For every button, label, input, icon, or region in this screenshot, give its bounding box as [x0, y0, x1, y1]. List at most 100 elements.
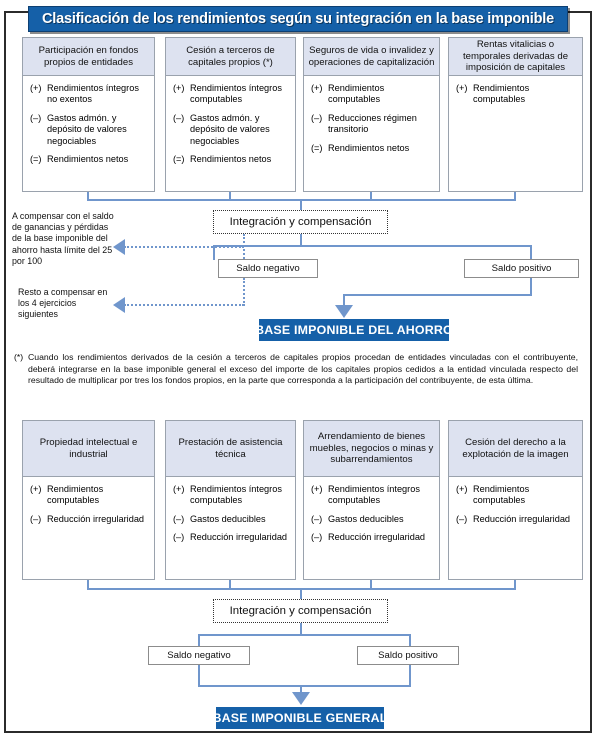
row-text: Reducción irregularidad: [473, 513, 571, 524]
connector-stub-1: [87, 192, 89, 200]
row-text: Gastos admón. y depósito de valores nego…: [190, 112, 270, 146]
saldo-positivo-box-general: Saldo positivo: [357, 646, 459, 665]
concept-box-seguros-vida-invalidez: Seguros de vida o invalidez y operacione…: [303, 37, 440, 192]
concept-box-body: (+) Rendimientos computables (–) Reducci…: [304, 76, 439, 158]
connector-split-general: [198, 634, 411, 636]
concept-row: (–) Reducción irregularidad: [30, 514, 148, 525]
row-sign: (+): [30, 484, 42, 494]
arrow-left-note2: [113, 297, 125, 313]
concept-box-header: Rentas vitalicias o temporales derivadas…: [449, 38, 582, 76]
concept-box-header-text: Cesión del derecho a la explotación de l…: [462, 436, 569, 460]
saldo-negativo-label: Saldo negativo: [167, 650, 231, 661]
row-sign: (+): [311, 484, 323, 494]
concept-box-cesion-terceros-capitales: Cesión a terceros de capitales propios (…: [165, 37, 296, 192]
note-compensar-saldo: A compensar con el saldo de ganancias y …: [12, 211, 114, 266]
connector-integration-drop-general: [300, 623, 302, 635]
concept-box-cesion-derecho-imagen: Cesión del derecho a la explotación de l…: [448, 420, 583, 580]
connector-stub-3: [370, 192, 372, 200]
concept-row: (–) Gastos admón. y depósito de valores …: [173, 113, 289, 147]
integration-box-savings: Integración y compensación: [213, 210, 388, 234]
saldo-positivo-label: Saldo positivo: [378, 650, 438, 661]
concept-box-propiedad-intelectual: Propiedad intelectual e industrial (+) R…: [22, 420, 155, 580]
saldo-positivo-label: Saldo positivo: [491, 263, 552, 274]
connector-result-drop-general: [300, 685, 302, 693]
concept-box-body: (+) Rendimientos computables (–) Reducci…: [23, 477, 154, 529]
row-text: Gastos deducibles: [190, 513, 266, 524]
concept-row: (–) Reducción irregularidad: [173, 532, 289, 543]
row-text: Rendimientos íntegros computables: [328, 484, 420, 506]
row-sign: (=): [30, 154, 42, 165]
row-text: Gastos deducibles: [328, 513, 404, 524]
concept-row: (+) Rendimientos computables: [456, 484, 576, 507]
row-sign: (–): [311, 532, 323, 543]
saldo-negativo-box-savings: Saldo negativo: [218, 259, 318, 278]
row-text: Rendimientos netos: [190, 154, 272, 165]
row-sign: (–): [456, 513, 468, 524]
row-text: Rendimientos íntegros computables: [190, 484, 282, 506]
result-banner-savings: BASE IMPONIBLE DEL AHORRO: [255, 319, 453, 341]
connector-stub-8: [514, 580, 516, 589]
concept-box-arrendamiento-bienes-muebles: Arrendamiento de bienes muebles, negocio…: [303, 420, 440, 580]
saldo-negativo-label: Saldo negativo: [236, 263, 300, 274]
row-sign: (–): [173, 513, 185, 524]
concept-row: (–) Gastos deducibles: [173, 514, 289, 525]
concept-box-header: Arrendamiento de bienes muebles, negocio…: [304, 421, 439, 477]
concept-box-body: (+) Rendimientos íntegros computables (–…: [166, 76, 295, 169]
row-sign: (–): [311, 112, 323, 123]
concept-row: (=) Rendimientos netos: [311, 143, 433, 154]
concept-row: (–) Gastos deducibles: [311, 514, 433, 525]
row-text: Gastos admón. y depósito de valores nego…: [47, 112, 127, 146]
row-sign: (=): [311, 142, 323, 153]
concept-row: (+) Rendimientos computables: [456, 83, 576, 106]
concept-row: (+) Rendimientos computables: [30, 484, 148, 507]
concept-row: (+) Rendimientos íntegros computables: [173, 83, 289, 106]
page-title: Clasificación de los rendimientos según …: [42, 11, 554, 27]
dotted-connector-note2-horizontal: [124, 304, 244, 306]
connector-split-savings: [213, 245, 532, 247]
connector-join-general: [198, 685, 411, 687]
row-text: Rendimientos computables: [473, 83, 530, 105]
integration-label: Integración y compensación: [229, 216, 372, 228]
connector-stub-7: [370, 580, 372, 589]
row-text: Reducción irregularidad: [328, 532, 426, 543]
footnote-text: Cuando los rendimientos derivados de la …: [28, 352, 578, 386]
concept-box-header-text: Seguros de vida o invalidez y operacione…: [308, 44, 435, 68]
concept-box-asistencia-tecnica: Prestación de asistencia técnica (+) Ren…: [165, 420, 296, 580]
connector-stub-5: [87, 580, 89, 589]
concept-box-body: (+) Rendimientos computables (–) Reducci…: [449, 477, 582, 529]
concept-box-header: Prestación de asistencia técnica: [166, 421, 295, 477]
row-sign: (–): [173, 112, 185, 123]
result-banner-label: BASE IMPONIBLE GENERAL: [212, 711, 388, 725]
row-sign: (–): [30, 112, 42, 123]
row-sign: (–): [30, 513, 42, 524]
arrow-left-note1: [113, 239, 125, 255]
concept-box-header-text: Arrendamiento de bienes muebles, negocio…: [309, 431, 434, 466]
concept-box-body: (+) Rendimientos íntegros no exentos (–)…: [23, 76, 154, 169]
row-text: Rendimientos computables: [328, 83, 385, 105]
concept-box-body: (+) Rendimientos íntegros computables (–…: [166, 477, 295, 548]
connector-bus-to-integration-general: [300, 588, 302, 600]
concept-row: (–) Reducciones régimen transitorio: [311, 113, 433, 136]
concept-box-header: Propiedad intelectual e industrial: [23, 421, 154, 477]
footnote-mark: (*): [14, 352, 24, 362]
concept-row: (–) Gastos admón. y depósito de valores …: [30, 113, 148, 147]
row-text: Rendimientos netos: [47, 154, 129, 165]
saldo-positivo-box-savings: Saldo positivo: [464, 259, 579, 278]
result-banner-general: BASE IMPONIBLE GENERAL: [212, 707, 387, 729]
integration-label: Integración y compensación: [229, 605, 372, 617]
concept-box-header: Participación en fondos propios de entid…: [23, 38, 154, 76]
concept-box-header-text: Propiedad intelectual e industrial: [39, 436, 138, 460]
dotted-connector-note1-horizontal: [124, 246, 244, 248]
row-sign: (+): [173, 83, 185, 93]
connector-stub-4: [514, 192, 516, 200]
concept-row: (=) Rendimientos netos: [30, 154, 148, 165]
result-banner-label: BASE IMPONIBLE DEL AHORRO: [255, 323, 453, 337]
concept-row: (–) Reducción irregularidad: [456, 514, 576, 525]
row-text: Rendimientos íntegros no exentos: [47, 83, 139, 105]
connector-result-drop-savings: [343, 294, 345, 306]
concept-row: (–) Reducción irregularidad: [311, 532, 433, 543]
concept-box-header: Cesión del derecho a la explotación de l…: [449, 421, 582, 477]
row-sign: (+): [456, 484, 468, 494]
page-title-banner: Clasificación de los rendimientos según …: [28, 6, 568, 32]
